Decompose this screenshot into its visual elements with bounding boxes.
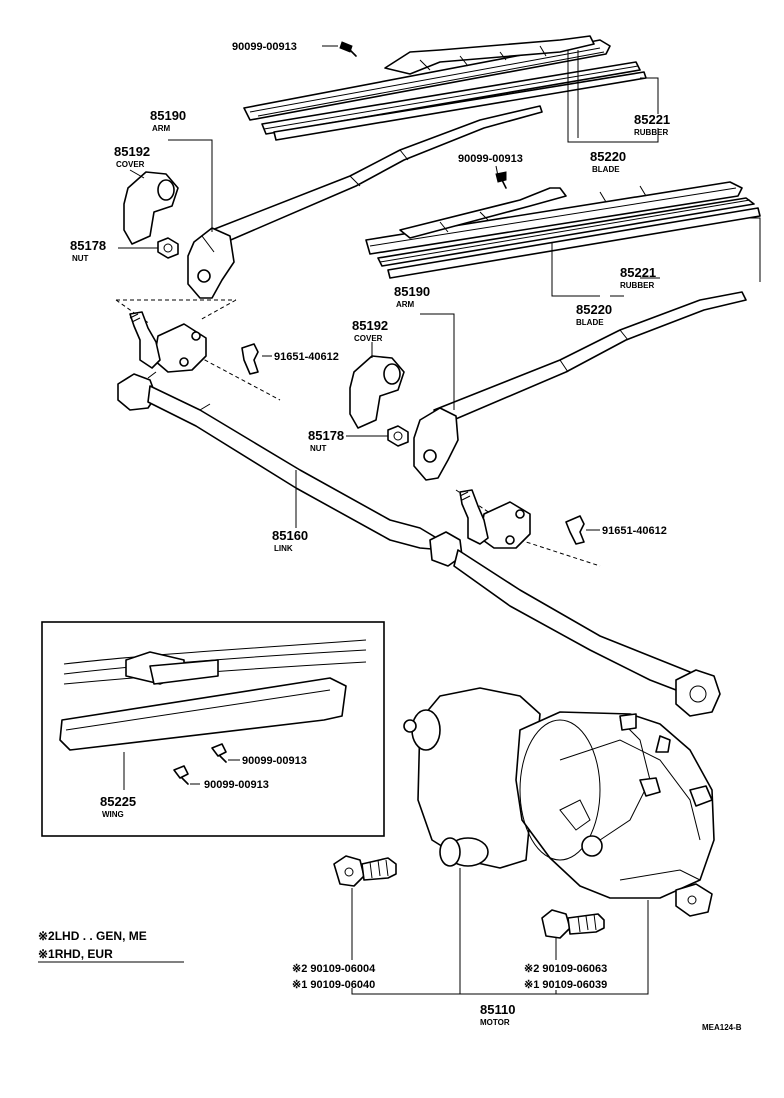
grommet-drawing [439, 837, 489, 867]
leader-lines [38, 45, 761, 995]
screw-top-2-label: 90099-00913 [458, 153, 523, 165]
motor-bolt-left-2-label: ※2 90109-06004 [292, 963, 376, 975]
labels: 90099-00913 85190 ARM 85192 COVER 85178 … [38, 41, 742, 1032]
screw-top-2-drawing [495, 171, 507, 189]
cover-2-drawing [349, 355, 405, 429]
rubber-2-name: RUBBER [620, 281, 654, 290]
nut-2-name: NUT [310, 444, 327, 453]
arm-1-drawing [187, 105, 543, 299]
nut-1-name: NUT [72, 254, 89, 263]
motor-name: MOTOR [480, 1018, 510, 1027]
arm-2-number: 85190 [394, 284, 430, 299]
cover-1-name: COVER [116, 160, 145, 169]
wing-screw-2-label: 90099-00913 [204, 779, 269, 791]
screw-top-1-drawing [339, 41, 357, 57]
wing-inset [41, 621, 385, 837]
cover-2-number: 85192 [352, 318, 388, 333]
motor-bolt-right-drawing [541, 909, 605, 939]
wing-number: 85225 [100, 794, 136, 809]
bolt-1-drawing [241, 343, 259, 375]
blade-1-drawing [243, 35, 647, 141]
bolt-2-label: 91651-40612 [602, 525, 667, 537]
wing-screw-1-label: 90099-00913 [242, 755, 307, 767]
nut-2-number: 85178 [308, 428, 344, 443]
rubber-2-number: 85221 [620, 265, 656, 280]
pivot-1-drawing [115, 299, 281, 401]
cover-1-drawing [123, 171, 179, 245]
nut-1-drawing [157, 237, 179, 259]
arm-1-name: ARM [152, 124, 171, 133]
screw-top-1-label: 90099-00913 [232, 41, 297, 53]
arm-2-drawing [413, 291, 747, 481]
link-drawing [117, 371, 721, 717]
blade-1-name: BLADE [592, 165, 620, 174]
blade-2-drawing [365, 181, 761, 279]
motor-drawing [403, 687, 715, 917]
link-name: LINK [274, 544, 293, 553]
blade-1-number: 85220 [590, 149, 626, 164]
link-number: 85160 [272, 528, 308, 543]
arm-2-name: ARM [396, 300, 415, 309]
cover-1-number: 85192 [114, 144, 150, 159]
diagram-code: MEA124-B [702, 1023, 742, 1032]
rubber-1-number: 85221 [634, 112, 670, 127]
nut-1-number: 85178 [70, 238, 106, 253]
bolt-1-label: 91651-40612 [274, 351, 339, 363]
arm-1-number: 85190 [150, 108, 186, 123]
motor-bolt-left-drawing [333, 855, 397, 887]
pivot-2-drawing [455, 489, 601, 567]
blade-2-name: BLADE [576, 318, 604, 327]
legend-line-2: ※2LHD . . GEN, ME [38, 929, 147, 943]
cover-2-name: COVER [354, 334, 383, 343]
nut-2-drawing [387, 425, 409, 447]
bolt-2-drawing [565, 515, 585, 545]
legend-line-1: ※1RHD, EUR [38, 947, 113, 961]
motor-bolt-right-2-label: ※2 90109-06063 [524, 963, 607, 975]
motor-bolt-right-1-label: ※1 90109-06039 [524, 979, 607, 991]
motor-number: 85110 [480, 1002, 515, 1017]
rubber-1-name: RUBBER [634, 128, 668, 137]
blade-2-number: 85220 [576, 302, 612, 317]
wing-name: WING [102, 810, 124, 819]
motor-bolt-left-1-label: ※1 90109-06040 [292, 979, 375, 991]
